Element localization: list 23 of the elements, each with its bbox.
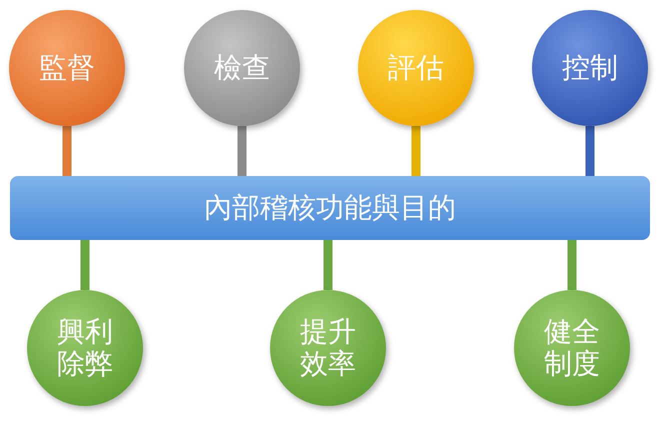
title-bar [10,176,650,240]
circle-label: 監督 [38,52,96,84]
circle-node [184,10,300,126]
connector-line [80,240,90,290]
connector-line [412,126,420,176]
circle-label: 控制 [561,52,619,84]
circle-label: 興利除弊 [56,316,114,380]
circle-label: 健全制度 [543,316,601,380]
circle-node [270,290,386,406]
bar-title: 內部稽核功能與目的 [204,192,456,224]
circle-node [9,10,125,126]
connector-line [62,126,72,176]
circle-label: 提升效率 [299,316,357,380]
connector-line [586,126,594,176]
connector-line [238,126,246,176]
circle-node [532,10,648,126]
connector-line [568,240,576,290]
circle-label: 評估 [387,52,445,84]
circle-node [514,290,630,406]
circle-node [358,10,474,126]
connector-line [324,240,332,290]
circle-node [27,290,143,406]
circle-label: 檢查 [213,52,271,84]
